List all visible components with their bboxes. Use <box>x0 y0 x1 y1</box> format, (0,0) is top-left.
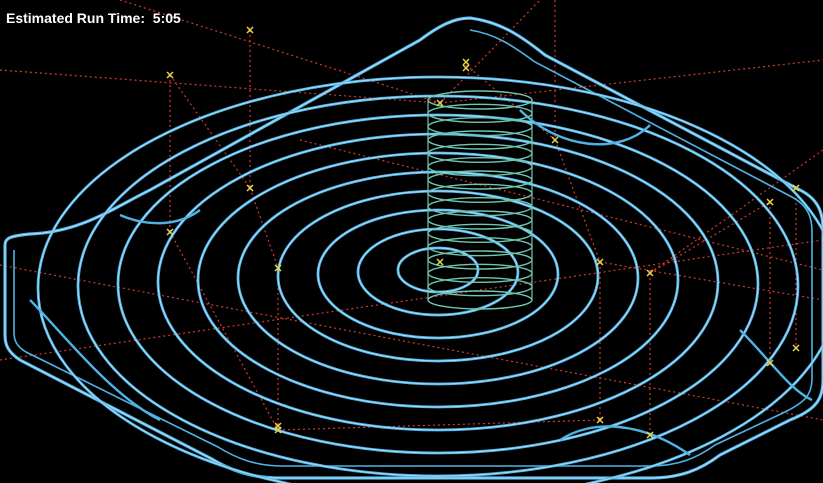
offset-boundary-path <box>13 29 813 467</box>
contour-loop <box>276 189 600 363</box>
x-mark-icon <box>462 64 470 72</box>
contour-loop <box>197 152 679 408</box>
rapid-move-line <box>169 231 279 431</box>
x-mark-icon <box>246 184 254 192</box>
x-mark-icon <box>436 99 444 107</box>
outer-boundary-path <box>3 16 823 480</box>
contour-loop <box>116 113 760 455</box>
contour-loop <box>317 209 559 339</box>
rapid-move-line <box>119 0 441 104</box>
x-mark-icon <box>166 228 174 236</box>
rapid-move-line <box>249 187 279 269</box>
x-mark-icon <box>792 344 800 352</box>
x-mark-icon <box>274 422 282 430</box>
x-mark-icon <box>436 258 444 266</box>
estimated-run-time: Estimated Run Time: 5:05 <box>6 10 181 26</box>
helix-turn <box>427 290 533 310</box>
contour-loop <box>277 190 599 362</box>
x-mark-icon <box>646 431 654 439</box>
x-mark-icon <box>166 71 174 79</box>
rapid-move-line <box>0 239 823 361</box>
x-mark-icon <box>274 264 282 272</box>
corner-blend-path <box>739 329 813 402</box>
run-time-label: Estimated Run Time: <box>6 10 145 26</box>
corner-blend-path <box>29 299 161 422</box>
contour-loop <box>117 114 759 454</box>
corner-blend-path <box>119 209 201 225</box>
x-mark-icon <box>766 359 774 367</box>
contour-loop <box>357 228 519 316</box>
point-markers-layer <box>166 26 800 439</box>
x-mark-icon <box>766 198 774 206</box>
x-mark-icon <box>596 416 604 424</box>
x-mark-icon <box>246 26 254 34</box>
corner-blend-path <box>519 109 651 146</box>
x-mark-icon <box>462 58 470 66</box>
helix-entry-layer <box>427 90 533 310</box>
run-time-value: 5:05 <box>152 10 181 26</box>
outer-boundary-path <box>4 17 823 479</box>
x-mark-icon <box>551 136 559 144</box>
rapid-move-line <box>649 201 771 274</box>
rapid-move-line <box>465 64 556 141</box>
rapid-move-line <box>169 74 251 189</box>
x-mark-icon <box>792 184 800 192</box>
contour-loop <box>37 76 823 483</box>
rapid-move-line <box>277 419 601 431</box>
rapid-move-line <box>439 0 541 104</box>
rapid-move-line <box>439 59 823 104</box>
rapid-move-line <box>649 149 823 274</box>
rapid-move-line <box>0 69 441 104</box>
x-mark-icon <box>646 269 654 277</box>
contour-loop <box>77 95 799 477</box>
corner-blend-path <box>559 425 691 456</box>
contour-toolpath-layer <box>3 16 823 483</box>
x-mark-icon <box>596 258 604 266</box>
